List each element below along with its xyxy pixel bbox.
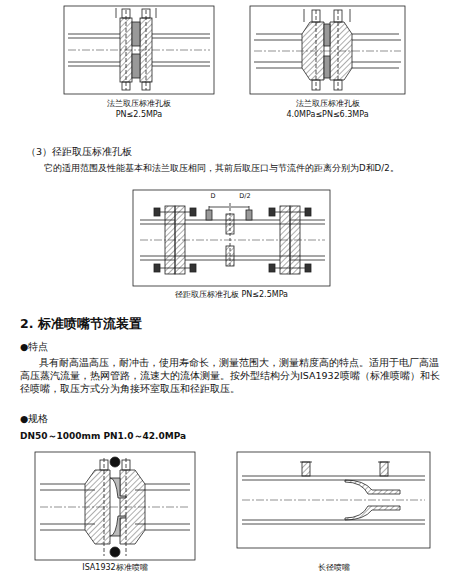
figure-caption: 4.0MPa≤PN≤6.3MPa xyxy=(250,110,405,121)
drawing-frame xyxy=(237,452,430,548)
drawing-frame xyxy=(64,6,214,94)
figure-caption: 法兰取压标准孔板 xyxy=(64,99,214,110)
section-heading: 2. 标准喷嘴节流装置 xyxy=(20,316,320,333)
drawing-frame xyxy=(250,6,405,94)
figure-caption: 法兰取压标准孔板 xyxy=(250,99,405,110)
drawing-frame xyxy=(133,190,330,286)
isa1932-nozzle-drawing xyxy=(40,457,190,557)
figure-caption: PN≤2.5MPa xyxy=(64,110,214,121)
figure-caption: 径距取压标准孔板 PN≤2.5MPa xyxy=(133,290,330,301)
body-text: 具有耐高温高压，耐冲击，使用寿命长，测量范围大，测量精度高的特点。适用于电厂高温… xyxy=(20,357,446,395)
dimension-label: D xyxy=(206,193,220,200)
flange-orifice-drawing xyxy=(68,8,210,90)
subheading: ●规格 xyxy=(20,413,120,426)
body-text: 它的适用范围及性能基本和法兰取压相同，其前后取压口与节流件的距离分别为D和D/2… xyxy=(26,163,446,175)
subheading: ●特点 xyxy=(20,341,120,354)
spec-text: DN50～1000mm PN1.0～42.0MPa xyxy=(20,430,320,442)
radius-tap-orifice-drawing xyxy=(140,203,325,274)
long-radius-nozzle-drawing xyxy=(242,462,425,524)
section-heading: （3）径距取压标准孔板 xyxy=(26,146,326,159)
figure-caption: ISA1932标准喷嘴 xyxy=(35,563,195,574)
figure-caption: 长径喷嘴 xyxy=(237,563,430,574)
flange-orifice-drawing xyxy=(254,9,401,90)
drawing-frame xyxy=(35,452,195,560)
dimension-label: D/2 xyxy=(236,193,254,200)
